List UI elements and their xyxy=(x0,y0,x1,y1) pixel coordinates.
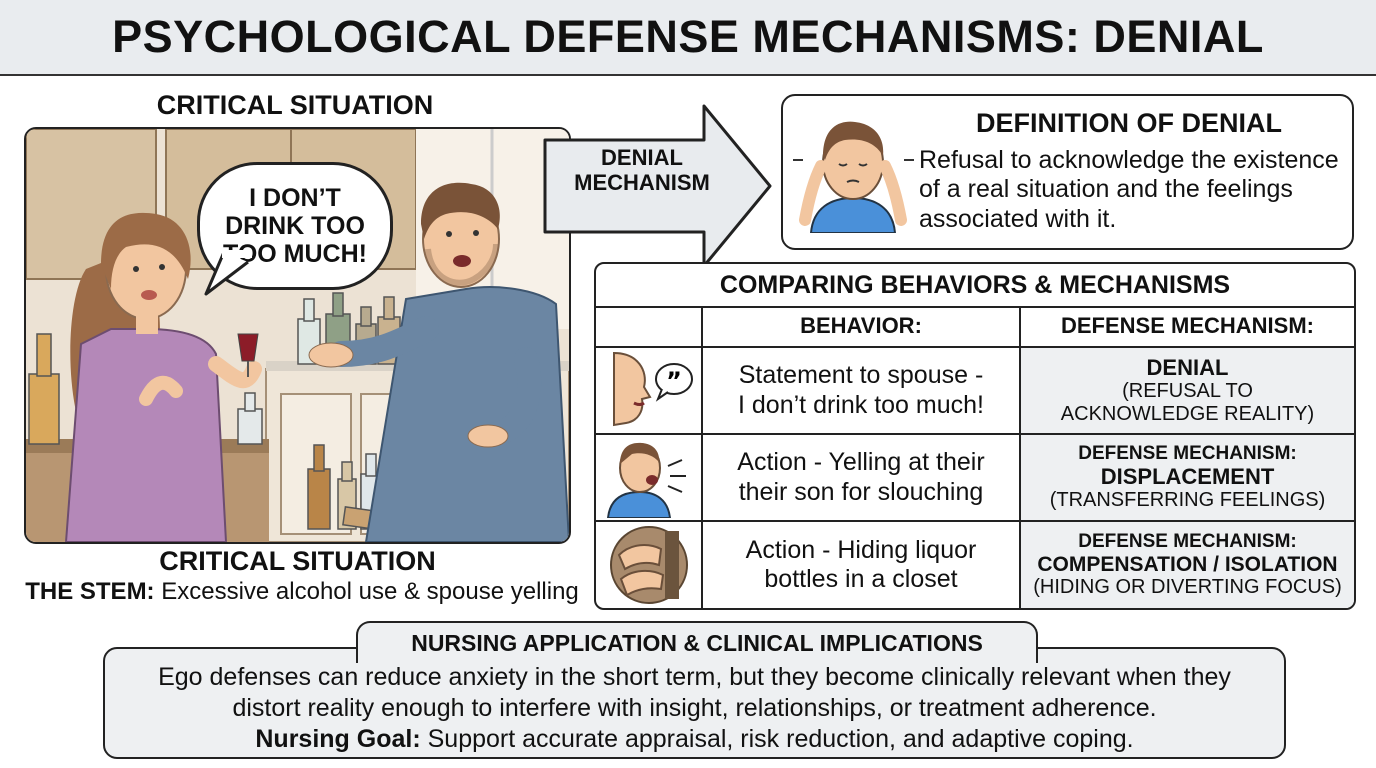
nursing-goal-text: Support accurate appraisal, risk reducti… xyxy=(420,725,1134,753)
definition-title: DEFINITION OF DENIAL xyxy=(976,108,1282,138)
mechanism-sub: ACKNOWLEDGE REALITY) xyxy=(1060,402,1315,425)
speaking-face-icon: ” xyxy=(612,351,693,426)
nursing-panel: Ego defenses can reduce anxiety in the s… xyxy=(103,647,1286,759)
mechanism-sub: (REFUSAL TO xyxy=(1122,380,1253,403)
stem-label: THE STEM: xyxy=(25,578,155,605)
behavior-line: I don’t drink too much! xyxy=(738,390,984,419)
scene-top-label: CRITICAL SITUATION xyxy=(156,90,434,120)
speech-line: DRINK TOO xyxy=(225,212,365,240)
mechanism-sub: (HIDING OR DIVERTING FOCUS) xyxy=(1033,576,1342,599)
speech-bubble-tail-icon xyxy=(204,250,252,296)
stem-line: THE STEM: Excessive alcohol use & spouse… xyxy=(22,578,582,606)
mechanism-top: DEFENSE MECHANISM: xyxy=(1078,531,1297,553)
mechanism-name: DENIAL xyxy=(1146,354,1229,380)
table-row-mechanism: DEFENSE MECHANISM: COMPENSATION / ISOLAT… xyxy=(1021,522,1354,608)
behavior-line: their son for slouching xyxy=(738,477,984,506)
table-row-icon-cell: ” xyxy=(596,348,703,435)
behavior-line: Action - Yelling at their xyxy=(737,448,985,477)
covering-ears-child-icon xyxy=(793,121,914,233)
arrow-line: DENIAL xyxy=(601,145,683,170)
table-row-mechanism: DENIAL (REFUSAL TO ACKNOWLEDGE REALITY) xyxy=(1021,348,1354,435)
table-row-behavior: Action - Hiding liquor bottles in a clos… xyxy=(703,522,1021,608)
mechanism-name: COMPENSATION / ISOLATION xyxy=(1037,552,1338,576)
table-row-mechanism: DEFENSE MECHANISM: DISPLACEMENT (TRANSFE… xyxy=(1021,435,1354,522)
nursing-line-1: Ego defenses can reduce anxiety in the s… xyxy=(158,663,1231,691)
nursing-title-tab: NURSING APPLICATION & CLINICAL IMPLICATI… xyxy=(356,621,1038,663)
denial-mechanism-arrow-icon xyxy=(543,104,772,268)
page-title: PSYCHOLOGICAL DEFENSE MECHANISMS: DENIAL xyxy=(112,11,1264,62)
behavior-line: Statement to spouse - xyxy=(738,361,984,390)
mechanism-name: DISPLACEMENT xyxy=(1100,463,1275,489)
stem-text: Excessive alcohol use & spouse yelling xyxy=(154,578,579,605)
svg-text:”: ” xyxy=(666,367,682,395)
definition-text: Refusal to acknowledge the existence of … xyxy=(919,146,1339,233)
behavior-line: Action - Hiding liquor xyxy=(745,535,977,564)
header-bar: PSYCHOLOGICAL DEFENSE MECHANISMS: DENIAL xyxy=(0,0,1376,76)
arrow-label: DENIAL MECHANISM xyxy=(572,145,712,196)
speech-line: I DON’T xyxy=(249,184,341,212)
definition-panel: DEFINITION OF DENIAL Refusal to acknowle… xyxy=(781,94,1354,250)
yelling-man-icon xyxy=(606,442,686,518)
nursing-line-2: distort reality enough to interfere with… xyxy=(232,694,1157,722)
table-row-icon-cell xyxy=(596,435,703,522)
header-icon-cell xyxy=(596,306,703,348)
column-header-behavior: BEHAVIOR: xyxy=(703,306,1021,348)
comparison-table: COMPARING BEHAVIORS & MECHANISMS BEHAVIO… xyxy=(594,262,1356,610)
column-header-mechanism: DEFENSE MECHANISM: xyxy=(1021,306,1354,348)
table-row-icon-cell xyxy=(596,522,703,608)
arrow-line: MECHANISM xyxy=(574,170,710,196)
mechanism-top: DEFENSE MECHANISM: xyxy=(1078,443,1297,465)
hiding-hands-icon xyxy=(609,526,688,604)
behavior-line: bottles in a closet xyxy=(764,565,958,593)
comparison-title: COMPARING BEHAVIORS & MECHANISMS xyxy=(596,264,1354,308)
table-row-behavior: Action - Yelling at their their son for … xyxy=(703,435,1021,522)
nursing-goal-label: Nursing Goal: xyxy=(255,725,421,753)
table-row-behavior: Statement to spouse - I don’t drink too … xyxy=(703,348,1021,435)
mechanism-sub: (TRANSFERRING FEELINGS) xyxy=(1049,489,1326,512)
scene-bottom-label: CRITICAL SITUATION xyxy=(159,546,436,576)
nursing-goal-line: Nursing Goal: Support accurate appraisal… xyxy=(105,725,1284,754)
